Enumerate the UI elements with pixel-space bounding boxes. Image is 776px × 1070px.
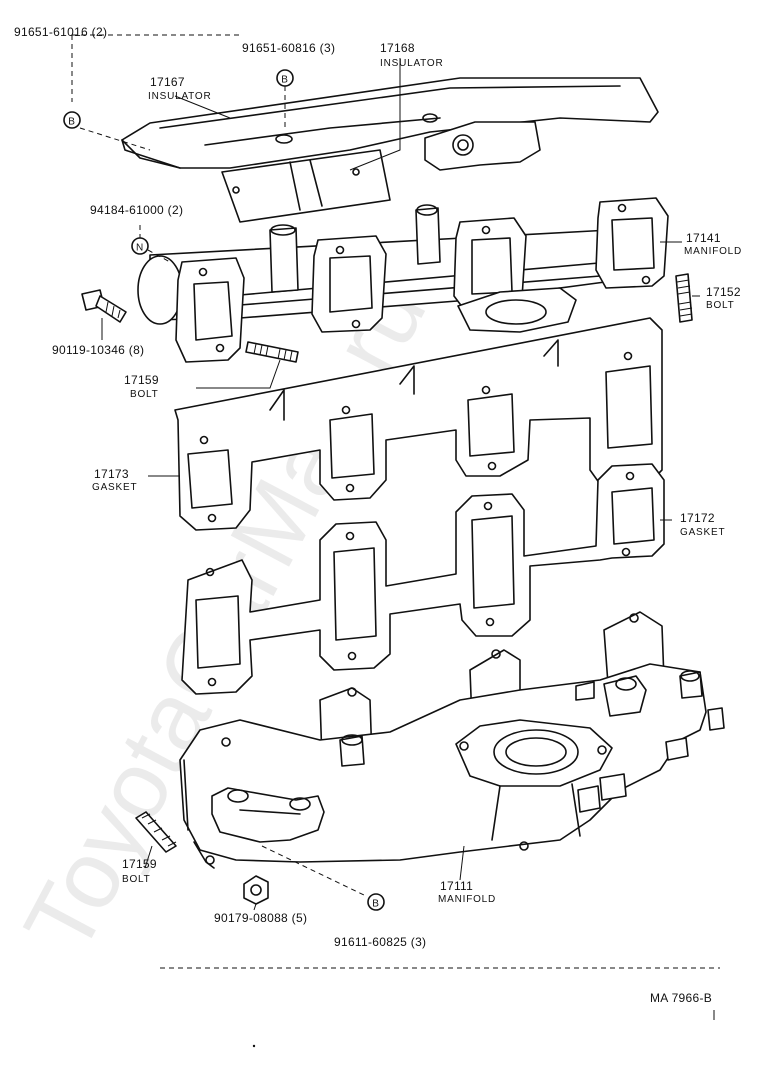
callout-17167-label: INSULATOR [148, 91, 212, 102]
callout-17168-number: 17168 [380, 41, 415, 55]
callout-17159-lower-number: 17159 [122, 857, 157, 871]
manifold-17111 [179, 611, 725, 869]
bolt-90119 [81, 289, 127, 323]
marker-b-upper-center: B [276, 69, 294, 87]
insulator-17167 [121, 77, 659, 169]
callout-17159-upper-label: BOLT [130, 389, 159, 400]
marker-b-lower: B [367, 893, 385, 911]
callout-90179-08088: 90179-08088 (5) [214, 911, 307, 925]
callout-17111-label: MANIFOLD [438, 894, 496, 905]
callout-17152-label: BOLT [706, 300, 735, 311]
callout-17159-lower-label: BOLT [122, 874, 151, 885]
leader-lines [71, 34, 720, 969]
manifold-17141 [137, 197, 669, 363]
stud-17152 [675, 273, 693, 323]
callout-17167-number: 17167 [150, 75, 185, 89]
callout-17172-label: GASKET [680, 527, 725, 538]
marker-n: N [131, 237, 149, 255]
stud-17159-upper [245, 341, 299, 363]
insulator-17168 [221, 121, 541, 223]
svg-text:B: B [372, 899, 379, 910]
callout-17152-number: 17152 [706, 285, 741, 299]
figure-id: MA 7966-B [650, 991, 712, 1005]
callout-17111-number: 17111 [440, 879, 473, 893]
callout-91651-61016: 91651-61016 (2) [14, 25, 107, 39]
callout-17173-label: GASKET [92, 482, 137, 493]
callout-91611-60825: 91611-60825 (3) [334, 935, 426, 949]
callout-17141-number: 17141 [686, 231, 721, 245]
callout-90119-10346: 90119-10346 (8) [52, 343, 144, 357]
callout-94184-61000: 94184-61000 (2) [90, 203, 183, 217]
nut-90179 [243, 875, 269, 905]
svg-text:N: N [136, 243, 144, 254]
svg-text:B: B [68, 117, 75, 128]
callout-17141-label: MANIFOLD [684, 246, 742, 257]
callout-17173-number: 17173 [94, 467, 129, 481]
callout-91651-60816: 91651-60816 (3) [242, 41, 335, 55]
stray-dot [252, 1044, 256, 1048]
callout-17159-upper-number: 17159 [124, 373, 159, 387]
marker-b-upper-left: B [63, 111, 81, 129]
callout-17172-number: 17172 [680, 511, 715, 525]
gasket-17172 [181, 463, 665, 695]
svg-text:B: B [281, 75, 288, 86]
callout-17168-label: INSULATOR [380, 58, 444, 69]
stud-17159-lower [135, 811, 177, 853]
